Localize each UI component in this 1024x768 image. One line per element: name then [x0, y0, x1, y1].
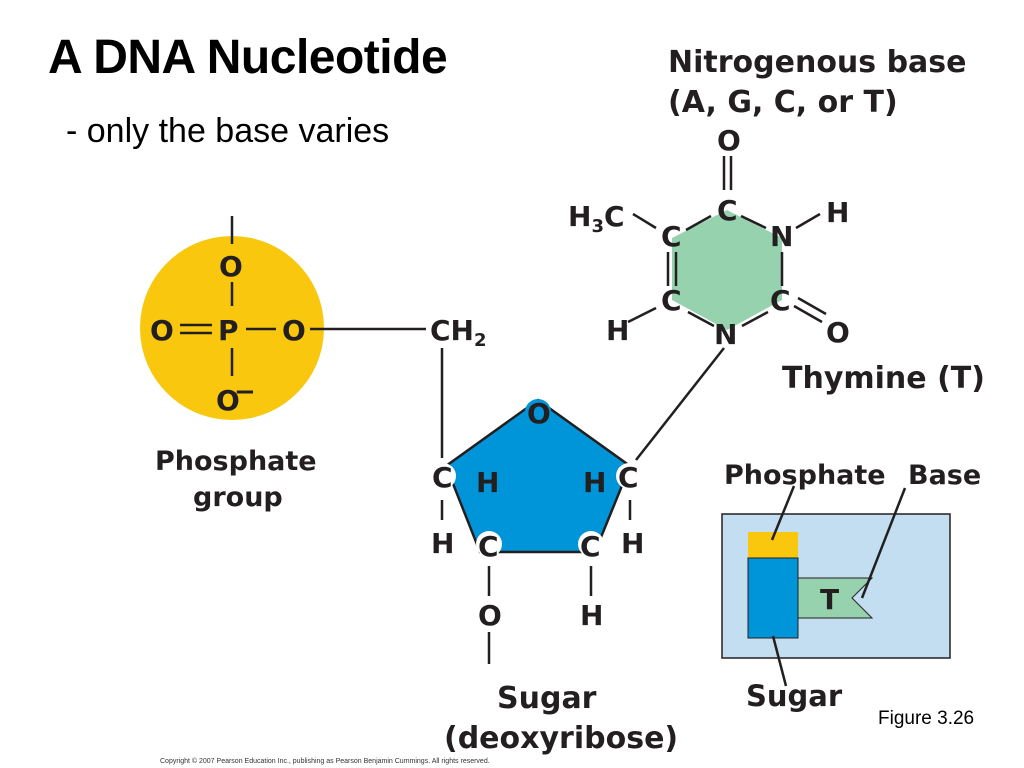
base-top-oxygen: O [717, 124, 741, 157]
copyright-notice: Copyright © 2007 Pearson Education Inc.,… [160, 758, 490, 765]
sugar-c1-hydrogen: H [621, 527, 644, 560]
figure-reference: Figure 3.26 [878, 708, 975, 729]
sugar-label-line2: (deoxyribose) [444, 721, 678, 756]
phosphate-right-oxygen: O [282, 314, 306, 347]
base-c2-carbon: C [770, 284, 791, 317]
sugar-group: CH2 O C C H H H H C C O H [430, 314, 644, 664]
thymine-label: Thymine (T) [782, 361, 985, 396]
sugar-c4-carbon: C [432, 461, 453, 494]
sugar-c1-hydrogen-inner: H [583, 466, 606, 499]
sugar-c4-hydrogen-inner: H [476, 466, 499, 499]
base-n1-nitrogen: N [714, 318, 737, 351]
methyl-group: H3C [568, 200, 625, 237]
phosphorus-atom: P [218, 314, 239, 347]
inset-base-flag [797, 577, 874, 619]
sugar-c2-carbon: C [580, 530, 601, 563]
base-c4-carbon: C [717, 194, 738, 227]
inset-sugar-label: Sugar [746, 679, 843, 713]
sugar-c3-oxygen: O [478, 599, 502, 632]
phosphate-group: O O P O O − [140, 216, 324, 420]
sugar-c2-hydrogen: H [580, 599, 603, 632]
inset-base-letter: T [820, 583, 839, 616]
base-c2-oxygen: O [826, 316, 850, 349]
negative-charge: − [234, 377, 256, 407]
base-n3-nitrogen: N [770, 220, 793, 253]
base-n3-hydrogen: H [826, 196, 849, 229]
phosphate-left-oxygen: O [150, 314, 174, 347]
phosphate-group-label-line2: group [193, 482, 283, 513]
inset-sugar-block [747, 557, 799, 639]
nitrogenous-base-label-line1: Nitrogenous base [668, 45, 967, 80]
sugar-c3-carbon: C [478, 530, 499, 563]
sugar-pentagon [444, 398, 632, 554]
inset-phosphate-label: Phosphate [724, 460, 886, 491]
phosphate-top-oxygen: O [219, 250, 243, 283]
slide-subtitle: - only the base varies [66, 112, 390, 150]
sugar-c1-carbon: C [618, 461, 639, 494]
inset-base-label: Base [908, 460, 981, 491]
ring-oxygen: O [527, 397, 551, 430]
phosphate-bottom-oxygen: O [216, 384, 240, 417]
base-hexagon [672, 210, 782, 330]
thymine-base: O C N H C O N C H C H3C [568, 124, 850, 351]
base-c6-carbon: C [661, 284, 682, 317]
sugar-label-line1: Sugar [497, 681, 597, 716]
slide-title: A DNA Nucleotide [48, 31, 448, 84]
base-c5-carbon: C [661, 220, 682, 253]
base-c6-hydrogen: H [606, 314, 629, 347]
ch2-group: CH2 [430, 314, 487, 351]
sugar-c4-hydrogen: H [431, 527, 454, 560]
nitrogenous-base-label-line2: (A, G, C, or T) [668, 85, 898, 120]
phosphate-circle [140, 236, 324, 420]
phosphate-group-label-line1: Phosphate [155, 446, 317, 477]
inset-schematic: T [721, 485, 951, 687]
